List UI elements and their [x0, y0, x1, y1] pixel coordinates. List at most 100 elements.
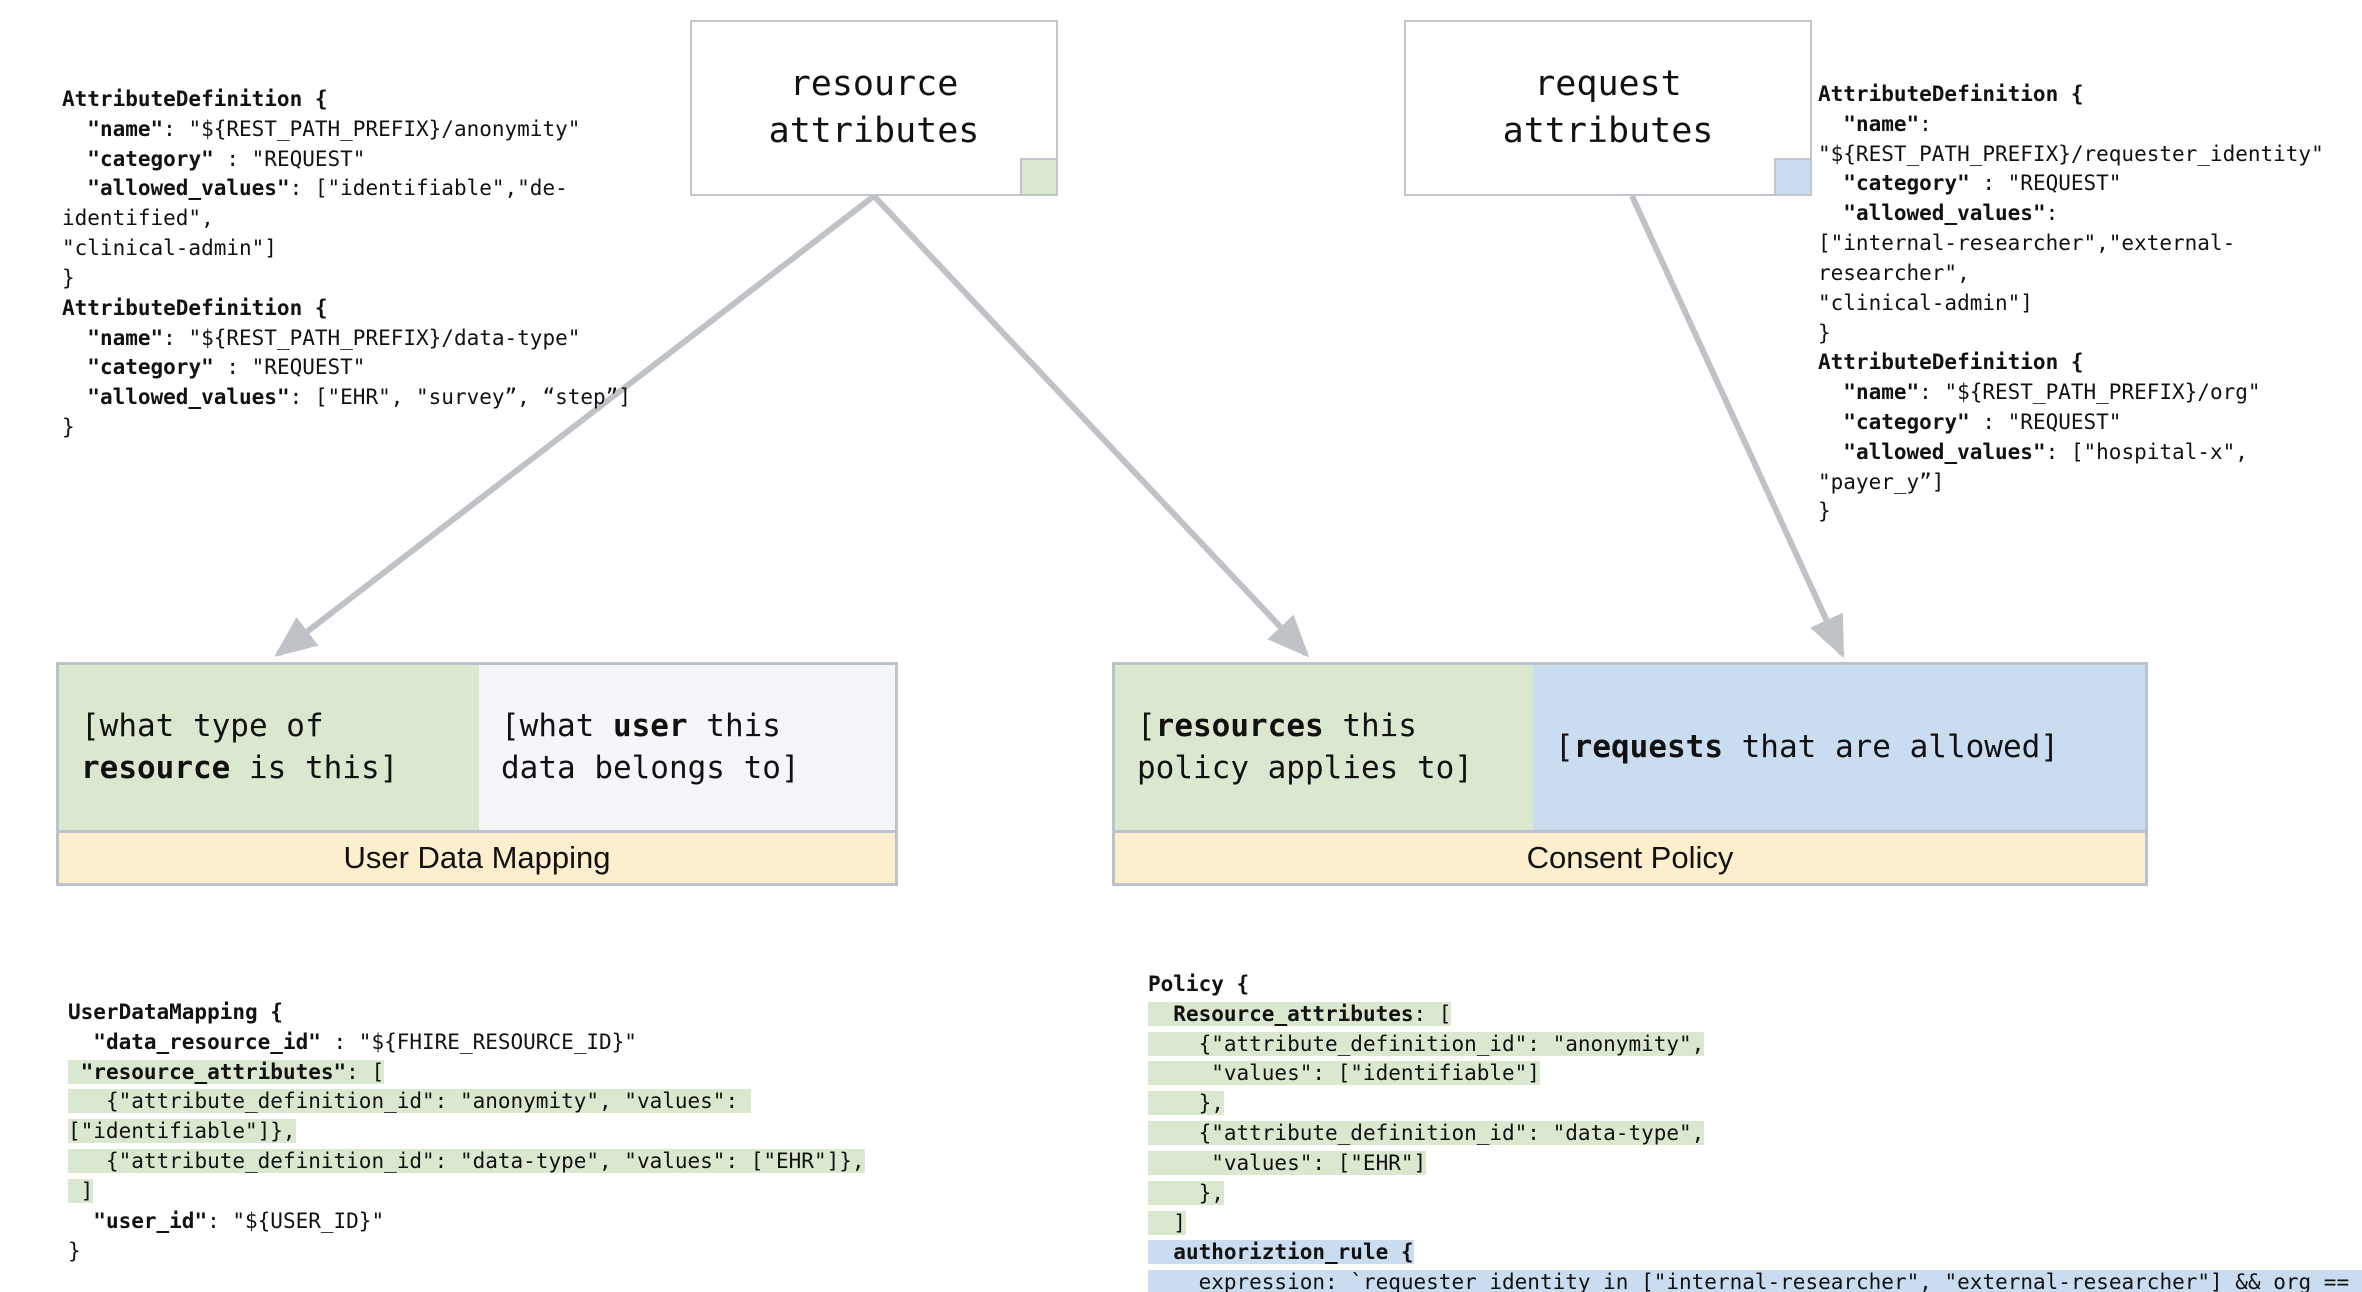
code-token: : "${USER_ID}" — [207, 1208, 385, 1233]
code-token: {"attribute_definition_id": "anonymity",… — [68, 1089, 751, 1144]
code-token: [ — [1137, 707, 1156, 744]
code-token: "category" — [1818, 171, 1970, 196]
right-attribute-definitions-code: AttributeDefinition { "name": "${REST_PAT… — [1818, 80, 2358, 527]
code-line: "allowed_values": ["EHR", "survey”, “ste… — [62, 383, 662, 413]
code-token: "category" — [62, 146, 214, 171]
code-token: is this] — [230, 749, 399, 786]
code-token: : ["EHR", "survey”, “step”] — [289, 385, 631, 410]
code-line: ] — [1148, 1209, 2358, 1239]
code-token: ] — [68, 1178, 94, 1203]
node-request-attributes-label: request attributes — [1502, 63, 1714, 151]
code-token: data belongs to] — [501, 749, 800, 786]
code-line-content: "allowed_values": — [1818, 201, 2058, 225]
code-line-content: "category" : "REQUEST" — [1818, 410, 2121, 434]
code-token: "allowed_values" — [1818, 201, 2046, 226]
code-line-content: "name": — [1818, 112, 1932, 136]
code-token: ["internal-researcher","external-researc… — [1818, 231, 2236, 285]
code-token: "data_resource_id" — [68, 1029, 321, 1054]
code-token: Policy { — [1148, 972, 1250, 996]
user-data-mapping-code: UserDataMapping { "data_resource_id" : "… — [68, 998, 968, 1266]
code-token: {"attribute_definition_id": "anonymity", — [1148, 1031, 1705, 1056]
policy-code: Policy { Resource_attributes: [ {"attrib… — [1148, 970, 2362, 1292]
code-line-content: "clinical-admin"] — [1818, 291, 2033, 315]
code-line: Policy { — [1148, 970, 2358, 1000]
code-line-content: AttributeDefinition { — [1818, 350, 2084, 374]
code-line: "name": "${REST_PATH_PREFIX}/anonymity" — [62, 115, 662, 145]
code-token: AttributeDefinition { — [62, 295, 328, 320]
code-line: } — [62, 264, 662, 294]
code-line: "category" : "REQUEST" — [62, 353, 662, 383]
cell-policy-resources[interactable]: [resources this policy applies to] — [1115, 665, 1533, 830]
code-token: AttributeDefinition { — [1818, 82, 2084, 106]
code-token: : "${FHIRE_RESOURCE_ID}" — [320, 1029, 637, 1054]
code-token: } — [62, 265, 75, 290]
code-token: ] — [1148, 1210, 1186, 1235]
code-line-content: "values": ["identifiable"] — [1148, 1061, 1540, 1086]
arrow-request-to-consent-policy — [1629, 194, 1845, 659]
code-line: "name": "${REST_PATH_PREFIX}/org" — [1818, 378, 2358, 408]
code-token: resources — [1155, 707, 1324, 744]
code-token: policy applies to] — [1137, 749, 1473, 786]
arrow-resource-to-consent-policy — [871, 193, 1310, 658]
card-user-data-mapping-footer: User Data Mapping — [59, 830, 895, 883]
code-line-content: "name": "${REST_PATH_PREFIX}/data-type" — [62, 326, 580, 350]
left-attribute-definitions-code: AttributeDefinition { "name": "${REST_PA… — [62, 85, 662, 443]
code-line: {"attribute_definition_id": "anonymity",… — [68, 1087, 968, 1147]
code-token: "name" — [62, 325, 164, 350]
code-line-content: "category" : "REQUEST" — [62, 147, 365, 171]
card-user-data-mapping-title: User Data Mapping — [343, 840, 611, 875]
code-token: {"attribute_definition_id": "data-type", — [1148, 1121, 1705, 1146]
code-token: "category" — [62, 355, 214, 380]
code-token: : [ — [346, 1059, 385, 1084]
code-token: AttributeDefinition { — [62, 87, 328, 111]
code-token: "name" — [1818, 111, 1920, 136]
node-request-attributes[interactable]: request attributes — [1404, 20, 1812, 196]
code-token: : "${REST_PATH_PREFIX}/data-type" — [163, 325, 581, 350]
code-token: "values": ["identifiable"] — [1148, 1061, 1540, 1086]
code-line: {"attribute_definition_id": "anonymity", — [1148, 1030, 2358, 1060]
request-attribute-chip-icon — [1774, 158, 1812, 196]
code-token: : "${REST_PATH_PREFIX}/org" — [1919, 380, 2261, 405]
code-line-content: ] — [1148, 1210, 1186, 1235]
card-consent-policy-footer: Consent Policy — [1115, 830, 2145, 883]
code-token: } — [68, 1238, 81, 1263]
code-line-content: ] — [68, 1178, 94, 1203]
code-token: "values": ["EHR"] — [1148, 1150, 1427, 1175]
code-token: "category" — [1818, 409, 1970, 434]
code-line: "${REST_PATH_PREFIX}/requester_identity" — [1818, 140, 2358, 170]
code-token: "resource_attributes" — [68, 1059, 347, 1084]
code-line-content: "clinical-admin"] — [62, 236, 277, 260]
code-token: "allowed_values" — [62, 385, 290, 410]
code-line: }, — [1148, 1179, 2358, 1209]
node-resource-attributes[interactable]: resource attributes — [690, 20, 1058, 196]
code-line: } — [1818, 497, 2358, 527]
code-line-content: } — [68, 1239, 81, 1263]
code-token: "clinical-admin"] — [62, 236, 277, 261]
code-line-content: } — [1818, 321, 1831, 345]
code-line-content: }, — [1148, 1180, 1224, 1205]
code-line-content: "values": ["EHR"] — [1148, 1150, 1427, 1175]
cell-allowed-requests[interactable]: [requests that are allowed] — [1533, 665, 2145, 830]
code-token: : "REQUEST" — [1969, 409, 2122, 434]
code-line: AttributeDefinition { — [62, 85, 662, 115]
code-line: } — [68, 1237, 968, 1267]
code-line: "values": ["identifiable"] — [1148, 1059, 2358, 1089]
code-line-content: {"attribute_definition_id": "anonymity", — [1148, 1031, 1705, 1056]
code-line: "allowed_values": ["hospital-x", "payer_… — [1818, 438, 2358, 498]
code-token: this — [1323, 707, 1417, 744]
code-token: "user_id" — [68, 1208, 208, 1233]
code-token: } — [62, 414, 75, 439]
code-token: AttributeDefinition { — [1818, 350, 2084, 375]
code-token: }, — [1148, 1180, 1224, 1205]
code-token: "clinical-admin"] — [1818, 290, 2033, 315]
code-line-content: "data_resource_id" : "${FHIRE_RESOURCE_I… — [68, 1030, 637, 1054]
code-line-content: "name": "${REST_PATH_PREFIX}/anonymity" — [62, 117, 580, 141]
card-consent-policy[interactable]: [resources this policy applies to] [reque… — [1112, 662, 2148, 886]
code-line: "name": "${REST_PATH_PREFIX}/data-type" — [62, 324, 662, 354]
